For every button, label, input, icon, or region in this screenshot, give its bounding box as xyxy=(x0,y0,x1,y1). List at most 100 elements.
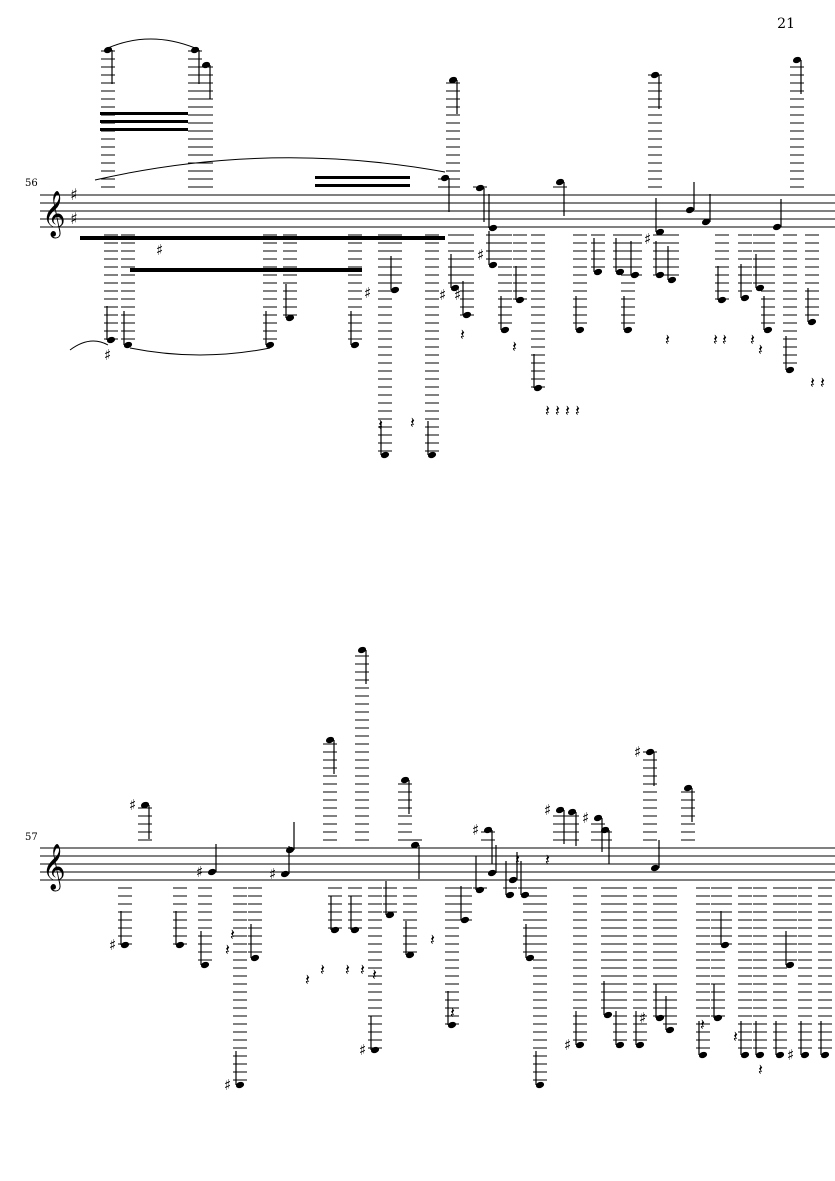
notehead xyxy=(807,318,817,326)
notehead xyxy=(280,870,290,878)
notehead xyxy=(603,1011,613,1019)
notehead xyxy=(250,954,260,962)
sharp-icon: ♯ xyxy=(477,246,484,264)
quarter-rest-icon: 𝄽 xyxy=(545,850,550,869)
beam xyxy=(315,176,410,179)
sharp-icon: ♯ xyxy=(70,185,78,204)
notehead xyxy=(655,228,665,236)
notehead xyxy=(635,1041,645,1049)
notehead xyxy=(380,451,390,459)
notehead xyxy=(235,1081,245,1089)
notehead xyxy=(665,1026,675,1034)
notehead xyxy=(175,941,185,949)
notehead xyxy=(763,326,773,334)
sharp-icon: ♯ xyxy=(156,241,163,259)
notehead xyxy=(140,801,150,809)
tie xyxy=(107,38,196,49)
sharp-icon: ♯ xyxy=(364,284,371,302)
notehead xyxy=(800,1051,810,1059)
beam xyxy=(80,236,445,240)
quarter-rest-icon: 𝄽 xyxy=(378,415,383,434)
notehead xyxy=(567,808,577,816)
notehead xyxy=(325,736,335,744)
sharp-icon: ♯ xyxy=(639,1009,646,1027)
quarter-rest-icon: 𝄽 xyxy=(545,401,550,420)
notehead xyxy=(120,941,130,949)
quarter-rest-icon: 𝄽 xyxy=(450,1003,455,1022)
notation-layer: ♯♯♯♯♯♯♯𝄽𝄽𝄽𝄽𝄽𝄽𝄽𝄽𝄽𝄽𝄽𝄽𝄽𝄽𝄽♯♯♯♯♯♯♯♯♯♯♯♯♯𝄽𝄽𝄽𝄽𝄽… xyxy=(69,38,832,1094)
notehead xyxy=(667,276,677,284)
sharp-icon: ♯ xyxy=(359,1041,366,1059)
notehead xyxy=(525,954,535,962)
tie xyxy=(129,347,271,356)
page-number: 21 xyxy=(777,16,795,32)
sharp-icon: ♯ xyxy=(787,1046,794,1064)
notehead xyxy=(740,294,750,302)
notehead xyxy=(447,1021,457,1029)
quarter-rest-icon: 𝄽 xyxy=(713,330,718,349)
sharp-icon: ♯ xyxy=(269,865,276,883)
notehead xyxy=(475,184,485,192)
notehead xyxy=(487,869,497,877)
quarter-rest-icon: 𝄽 xyxy=(750,330,755,349)
notehead xyxy=(285,846,295,854)
notehead xyxy=(385,911,395,919)
notehead xyxy=(390,286,400,294)
staff-system-1: 𝄞 ♯ ♯ xyxy=(40,185,835,239)
sharp-icon: ♯ xyxy=(544,801,551,819)
notehead xyxy=(488,261,498,269)
quarter-rest-icon: 𝄽 xyxy=(555,401,560,420)
sharp-icon: ♯ xyxy=(634,743,641,761)
notehead xyxy=(785,366,795,374)
notehead xyxy=(555,806,565,814)
quarter-rest-icon: 𝄽 xyxy=(665,330,670,349)
beam xyxy=(100,112,188,115)
quarter-rest-icon: 𝄽 xyxy=(320,960,325,979)
treble-clef-icon: 𝄞 xyxy=(42,844,66,892)
beam xyxy=(130,268,362,272)
quarter-rest-icon: 𝄽 xyxy=(515,850,520,869)
notehead xyxy=(350,341,360,349)
measure-number-56: 56 xyxy=(25,178,38,189)
notehead xyxy=(405,951,415,959)
sharp-icon: ♯ xyxy=(196,863,203,881)
quarter-rest-icon: 𝄽 xyxy=(565,401,570,420)
sharp-icon: ♯ xyxy=(439,286,446,304)
quarter-rest-icon: 𝄽 xyxy=(225,940,230,959)
notehead xyxy=(792,56,802,64)
notehead xyxy=(106,336,116,344)
notehead xyxy=(740,1051,750,1059)
sharp-icon: ♯ xyxy=(644,230,651,248)
notehead xyxy=(505,891,515,899)
slur xyxy=(94,157,446,181)
notehead xyxy=(650,864,660,872)
beam xyxy=(100,120,188,123)
notehead xyxy=(410,841,420,849)
sharp-icon: ♯ xyxy=(70,209,78,228)
notehead xyxy=(427,451,437,459)
treble-clef-icon: 𝄞 xyxy=(42,191,66,239)
notehead xyxy=(623,326,633,334)
notehead xyxy=(593,814,603,822)
notehead xyxy=(575,1041,585,1049)
notehead xyxy=(701,218,711,226)
notehead xyxy=(615,268,625,276)
beam xyxy=(315,184,410,187)
measure-number-57: 57 xyxy=(25,832,38,843)
notehead xyxy=(720,941,730,949)
sharp-icon: ♯ xyxy=(104,346,111,364)
notehead xyxy=(207,868,217,876)
sharp-icon: ♯ xyxy=(454,286,461,304)
notehead xyxy=(265,341,275,349)
notehead xyxy=(190,46,200,54)
quarter-rest-icon: 𝄽 xyxy=(758,340,763,359)
quarter-rest-icon: 𝄽 xyxy=(410,413,415,432)
sharp-icon: ♯ xyxy=(472,821,479,839)
notehead xyxy=(593,268,603,276)
notehead xyxy=(575,326,585,334)
notehead xyxy=(683,784,693,792)
sharp-icon: ♯ xyxy=(224,1076,231,1094)
tie xyxy=(69,340,109,351)
